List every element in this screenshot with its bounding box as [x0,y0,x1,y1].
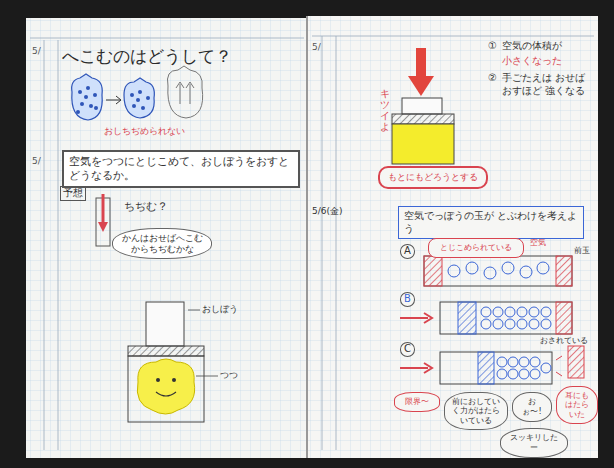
note-label: ① [488,40,497,53]
note-label: おしぼう [202,304,238,315]
box-text: 前におしていく力がはたらいている [452,397,500,425]
note-label: 予想 [60,186,86,201]
note-box: 耳にもはたらいた [556,386,598,424]
box-text: スッキリしたー [508,433,560,453]
note-label: おされている [540,336,588,346]
note-label: 5/ [32,156,41,167]
note-label: 手ごたえは おせばおすほど 強くなる [502,72,590,97]
box-text: 限界〜 [402,397,432,407]
note-box: 前におしていく力がはたらいている [444,392,508,430]
note-label: 5/ [312,42,321,53]
note-label: 空気の体積が [502,40,562,53]
note-label: 前玉 [574,246,590,256]
note-box: スッキリしたー [500,428,568,458]
note-label: 5/6(金) [312,206,343,217]
note-box: 空気でっぽうの玉が とぶわけを考えよう [398,206,584,239]
note-label: つつ [220,370,238,381]
note-label: おしちぢめられない [104,126,185,137]
note-label: ちぢむ？ [124,200,168,214]
note-label: C [400,342,415,357]
note-label: 空気 [530,238,546,248]
note-label: ② [488,72,497,85]
box-text: 空気でっぽうの玉が とぶわけを考えよう [404,210,578,235]
note-label: A [400,244,415,259]
box-text: 耳にもはたらいた [564,391,590,419]
note-box: 限界〜 [394,392,440,412]
box-text: おぉ〜! [520,397,544,417]
page-title: へこむのはどうして？ [62,46,232,67]
note-box: かんはおせばへこむからちぢむかな [112,228,212,259]
box-text: 空気をつつにとじこめて、おしぼうをおすとどうなるか。 [69,155,293,183]
box-text: もとにもどろうとする [387,172,479,183]
note-label: B [400,292,415,307]
note-label: キツイよ [380,88,390,132]
note-label: 5/ [32,46,41,57]
note-box: おぉ〜! [512,392,552,422]
box-text: かんはおせばへこむからちぢむかな [120,233,204,254]
box-text: とじこめられている [436,243,516,253]
note-box: 空気をつつにとじこめて、おしぼうをおすとどうなるか。 [62,150,300,188]
note-label: 小さくなった [502,55,562,68]
note-box: とじこめられている [428,238,524,258]
note-box: もとにもどろうとする [378,166,488,189]
